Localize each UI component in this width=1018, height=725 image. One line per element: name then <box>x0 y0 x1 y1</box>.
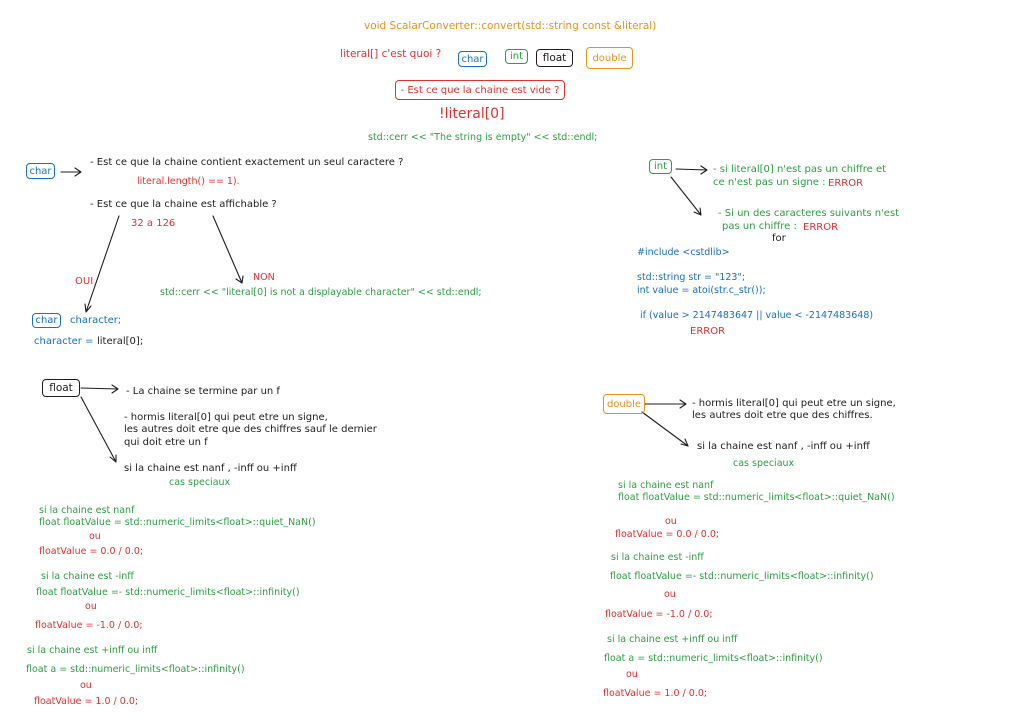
float-label: float <box>49 382 73 394</box>
float-pinf-code: float a = std::numeric_limits<float>::in… <box>26 664 245 675</box>
int-c2-error: ERROR <box>803 222 839 233</box>
float-c1: - La chaine se termine par un f <box>126 386 280 397</box>
char-assign-right: literal[0]; <box>97 336 144 347</box>
float-nanf-code: float floatValue = std::numeric_limits<f… <box>39 517 316 528</box>
literal-question: literal[] c'est quoi ? <box>340 48 442 60</box>
double-c1-line1: - hormis literal[0] qui peut etre un sig… <box>692 398 896 409</box>
double-pinf-alt: floatValue = 1.0 / 0.0; <box>603 688 708 699</box>
int-code-error: ERROR <box>690 326 726 337</box>
char-range: 32 a 126 <box>131 218 176 229</box>
double-minf-ou: ou <box>664 589 676 600</box>
arrow-char <box>60 167 82 177</box>
int-c1-line1: - si literal[0] n'est pas un chiffre et <box>713 164 887 175</box>
char-q1-code: literal.length() == 1). <box>137 176 240 187</box>
float-c2-line2: les autres doit etre que des chiffres sa… <box>124 424 377 435</box>
float-pinf-title: si la chaine est +inff ou inff <box>27 645 158 656</box>
double-nanf-ou: ou <box>665 516 677 527</box>
arrow-double-1 <box>644 399 687 409</box>
double-minf-alt: floatValue = -1.0 / 0.0; <box>605 609 713 620</box>
int-code2: int value = atoi(str.c_str()); <box>637 285 766 296</box>
float-c2-line1: - hormis literal[0] qui peut etre un sig… <box>124 412 328 423</box>
char-assign-left: character = <box>34 336 94 347</box>
empty-question: - Est ce que la chaine est vide ? <box>400 84 560 96</box>
char-decl-type: char <box>35 315 58 326</box>
float-nanf-alt: floatValue = 0.0 / 0.0; <box>39 546 144 557</box>
int-code3: if (value > 2147483647 || value < -21474… <box>640 310 874 321</box>
double-nanf-alt: floatValue = 0.0 / 0.0; <box>615 529 720 540</box>
int-c2-line2: pas un chiffre : <box>722 221 797 232</box>
type-label-int: int <box>509 51 524 62</box>
float-minf-ou: ou <box>85 601 97 612</box>
double-minf-code: float floatValue =- std::numeric_limits<… <box>610 571 874 582</box>
empty-error: std::cerr << "The string is empty" << st… <box>368 132 598 143</box>
double-label-box: double <box>603 394 645 414</box>
int-for: for <box>772 233 786 244</box>
int-c1-line2: ce n'est pas un signe : <box>713 177 826 188</box>
char-oui: OUI <box>75 276 94 287</box>
arrow-float-1 <box>80 384 119 394</box>
float-pinf-alt: floatValue = 1.0 / 0.0; <box>34 696 139 707</box>
arrow-double-2 <box>641 411 689 447</box>
char-label: char <box>29 165 52 177</box>
int-label-box: int <box>649 159 672 174</box>
arrow-int-2 <box>670 176 702 216</box>
double-special: si la chaine est nanf , -inff ou +inff <box>697 441 870 452</box>
float-minf-title: si la chaine est -inff <box>41 571 134 582</box>
arrow-int-1 <box>675 165 708 175</box>
arrow-float-2 <box>80 396 117 463</box>
double-pinf-ou: ou <box>626 669 638 680</box>
not-literal: !literal[0] <box>439 106 505 122</box>
type-label-float: float <box>542 52 567 64</box>
double-minf-title: si la chaine est -inff <box>611 552 704 563</box>
float-pinf-ou: ou <box>80 680 92 691</box>
float-c2-line3: qui doit etre un f <box>124 437 208 448</box>
int-c1-error: ERROR <box>828 178 864 189</box>
type-box-char: char <box>458 51 487 67</box>
char-q2: - Est ce que la chaine est affichable ? <box>90 199 277 210</box>
type-box-int: int <box>505 49 528 64</box>
float-nanf-ou: ou <box>89 531 101 542</box>
int-label: int <box>653 161 668 172</box>
float-minf-code: float floatValue =- std::numeric_limits<… <box>36 587 300 598</box>
type-label-char: char <box>461 53 484 65</box>
double-cas: cas speciaux <box>733 458 795 469</box>
float-label-box: float <box>42 379 80 397</box>
double-c1-line2: les autres doit etre que des chiffres. <box>692 410 873 421</box>
empty-question-box: - Est ce que la chaine est vide ? <box>395 80 565 100</box>
char-decl-var: character; <box>70 315 122 326</box>
char-decl-type-box: char <box>32 313 61 328</box>
double-pinf-title: si la chaine est +inff ou inff <box>607 634 738 645</box>
int-code1: std::string str = "123"; <box>637 272 746 283</box>
function-signature: void ScalarConverter::convert(std::strin… <box>364 20 657 32</box>
double-nanf-code: float floatValue = std::numeric_limits<f… <box>618 492 895 503</box>
type-box-float: float <box>536 49 573 67</box>
float-nanf-title: si la chaine est nanf <box>39 505 135 516</box>
char-label-box: char <box>26 163 55 179</box>
type-box-double: double <box>586 47 633 69</box>
float-minf-alt: floatValue = -1.0 / 0.0; <box>35 620 143 631</box>
double-nanf-title: si la chaine est nanf <box>618 480 714 491</box>
char-error: std::cerr << "literal[0] is not a displa… <box>160 287 482 298</box>
float-cas: cas speciaux <box>169 477 231 488</box>
int-c2-line1: - Si un des caracteres suivants n'est <box>718 208 900 219</box>
int-include: #include <cstdlib> <box>637 247 730 258</box>
char-non: NON <box>253 272 275 283</box>
float-special: si la chaine est nanf , -inff ou +inff <box>124 463 297 474</box>
double-pinf-code: float a = std::numeric_limits<float>::in… <box>604 653 823 664</box>
double-label: double <box>606 398 642 410</box>
arrow-oui <box>84 215 120 313</box>
arrow-non <box>212 215 244 284</box>
type-label-double: double <box>592 52 627 64</box>
char-q1: - Est ce que la chaine contient exacteme… <box>90 157 404 168</box>
